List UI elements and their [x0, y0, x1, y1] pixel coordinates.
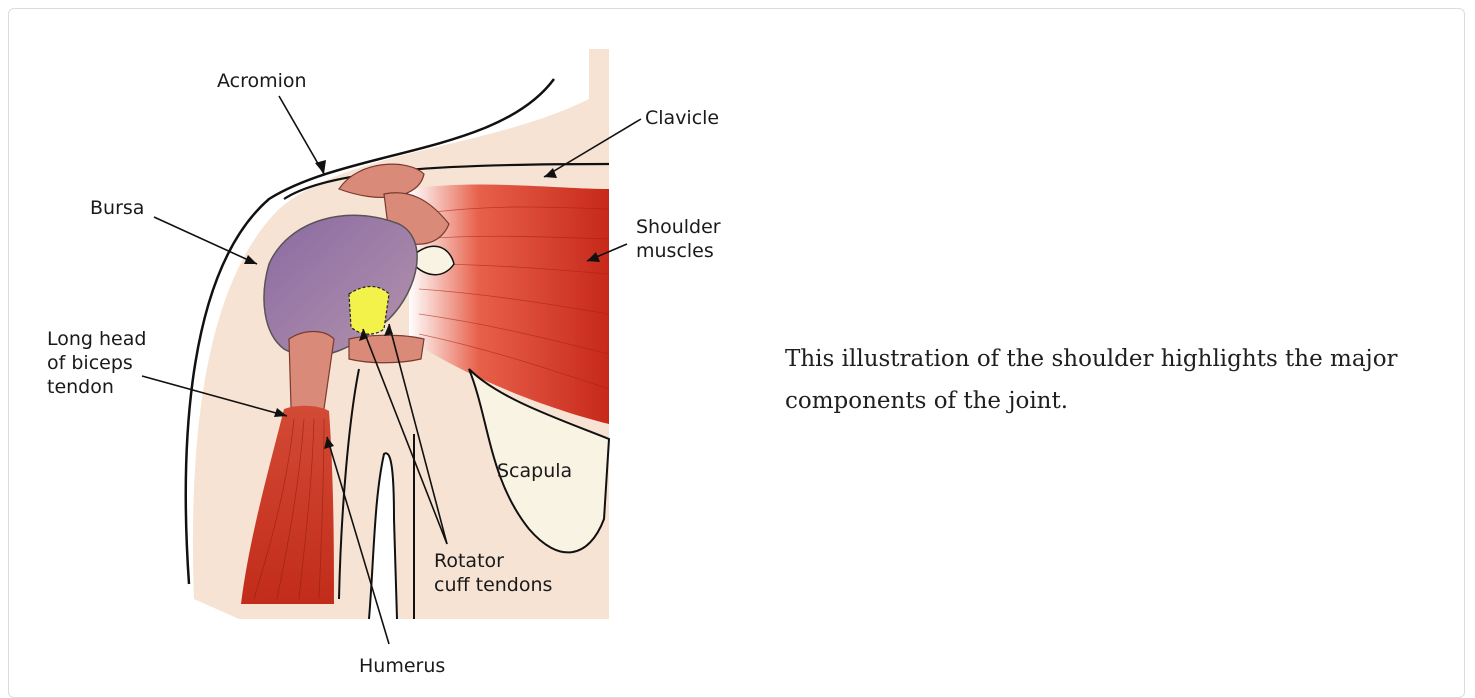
label-clavicle: Clavicle: [645, 106, 719, 130]
rotator-cuff-highlight: [349, 287, 389, 335]
label-humerus: Humerus: [359, 654, 445, 678]
shoulder-illustration: Acromion Clavicle Bursa Shoulder muscles…: [29, 39, 759, 689]
content-card: Acromion Clavicle Bursa Shoulder muscles…: [8, 8, 1465, 698]
label-acromion: Acromion: [217, 69, 307, 93]
label-scapula: Scapula: [497, 459, 572, 483]
label-bursa: Bursa: [90, 196, 144, 220]
label-long-head-biceps: Long head of biceps tendon: [47, 327, 146, 399]
label-rotator-cuff: Rotator cuff tendons: [434, 549, 552, 597]
label-shoulder-muscles: Shoulder muscles: [636, 215, 721, 263]
figure-caption: This illustration of the shoulder highli…: [785, 338, 1405, 422]
